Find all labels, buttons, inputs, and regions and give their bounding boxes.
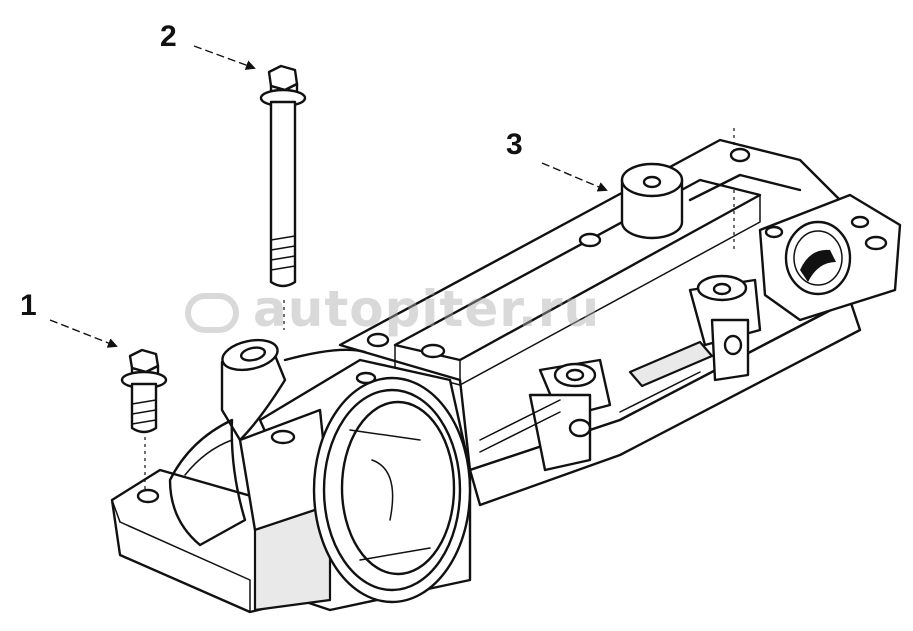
rail-hole	[729, 147, 751, 163]
bolt-shank	[269, 100, 297, 288]
lug-hole	[568, 418, 592, 438]
housing-hole	[270, 429, 296, 445]
leader-arrow-2	[193, 45, 256, 70]
callout-label-1: 1	[20, 289, 37, 322]
lug-hole	[723, 334, 743, 356]
callout-label-2: 2	[160, 20, 177, 53]
callout-label-3: 3	[506, 128, 523, 161]
lug-hole	[565, 368, 585, 382]
lug-hole	[712, 282, 732, 296]
housing-assembly	[110, 128, 902, 614]
inlet-port	[239, 346, 267, 362]
leader-arrow-3	[541, 162, 608, 192]
short-flange-bolt	[120, 348, 168, 434]
boss-hole	[642, 175, 662, 189]
leader-arrow-1	[49, 319, 118, 348]
end-hole	[764, 225, 784, 239]
rail-hole	[420, 343, 446, 359]
rail-hole	[578, 232, 602, 248]
end-hole	[850, 215, 870, 229]
bolt-shank	[130, 382, 158, 434]
long-flange-bolt	[259, 64, 307, 288]
rail-hole	[366, 332, 390, 348]
end-hole	[864, 235, 888, 251]
mounting-hole	[136, 488, 160, 504]
